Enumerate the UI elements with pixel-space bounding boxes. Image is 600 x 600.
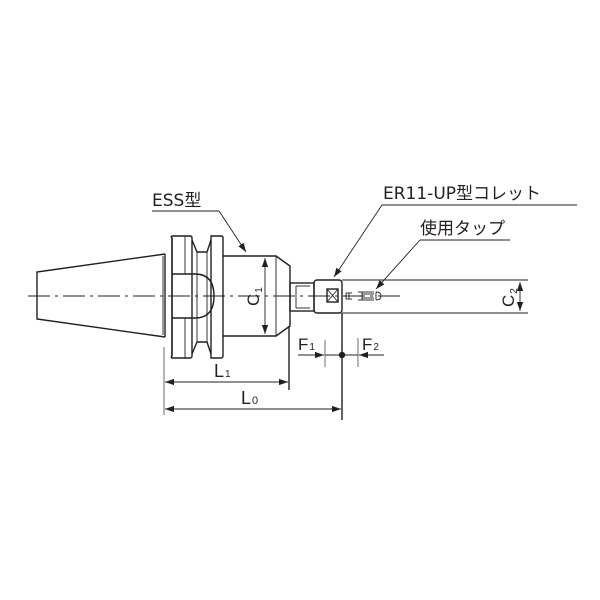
reference-point (338, 351, 346, 359)
holder-type-callout: ESS型 (152, 191, 247, 253)
tap-callout: 使用タップ (375, 218, 510, 290)
l1-label: L1 (214, 361, 231, 381)
collet-type-callout: ER11-UP型コレット (333, 184, 577, 278)
taper-shank (36, 253, 166, 338)
l0-label: L0 (241, 388, 258, 408)
collet-nose (313, 279, 343, 314)
f1-label: F1 (298, 335, 315, 354)
collet-type-label: ER11-UP型コレット (383, 184, 541, 204)
neck (289, 282, 315, 312)
tap-label: 使用タップ (420, 218, 505, 239)
tap-symbol (345, 291, 382, 301)
holder-type-label: ESS型 (152, 191, 201, 211)
c2-label: C2 (499, 288, 520, 307)
f2-label: F2 (362, 335, 379, 354)
flange (170, 235, 224, 359)
c1-label: C1 (244, 287, 265, 306)
